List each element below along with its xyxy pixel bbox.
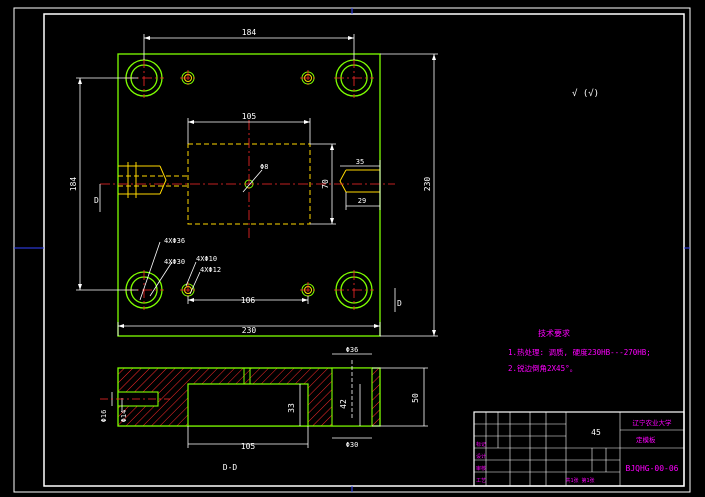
dim-holes-12: 4XΦ12 <box>200 266 221 274</box>
dim-hole-pitch: 106 <box>241 296 256 305</box>
section-label-dd: D-D <box>223 463 238 472</box>
tb-row-3: 工艺 <box>476 478 486 484</box>
centerlines <box>100 58 395 310</box>
left-slot <box>118 162 188 198</box>
notes-line-2: 2.锐边倒角2X45°。 <box>508 363 577 373</box>
surface-roughness-main: √ (√) <box>572 88 599 99</box>
side-dim-50: 50 <box>411 393 420 403</box>
tb-material: 45 <box>591 428 601 437</box>
section-mark-left: D <box>94 196 99 205</box>
front-dim-d14: Φ14 <box>120 410 128 423</box>
front-pocket-cut <box>187 383 309 427</box>
front-section-view: 105 33 Φ16 Φ14 Φ36 Φ30 50 42 D-D <box>100 346 428 472</box>
tb-part-name: 定模板 <box>636 435 656 444</box>
frame-ticks <box>14 8 690 492</box>
side-dim-d30: Φ30 <box>346 441 359 449</box>
dim-slot-length: 35 <box>356 158 364 166</box>
tb-row-0: 标记 <box>476 441 486 448</box>
front-dimension-lines <box>111 353 428 448</box>
dim-holes-36: 4XΦ36 <box>164 237 185 245</box>
dim-pocket-height: 70 <box>321 179 330 189</box>
dim-holes-10: 4XΦ10 <box>196 255 217 263</box>
front-dim-d16: Φ16 <box>100 410 108 423</box>
dim-center-hole: Φ8 <box>260 163 268 171</box>
tb-drawing-no: BJQHG-00-06 <box>626 464 679 473</box>
technical-notes: 技术要求 1.热处理: 调质, 硬度230HB---270HB; 2.锐边倒角2… <box>508 328 651 373</box>
notes-line-1: 1.热处理: 调质, 硬度230HB---270HB; <box>508 347 651 357</box>
top-view-dimension-lines <box>76 34 438 337</box>
tb-school: 辽宁农业大学 <box>633 418 673 427</box>
title-block-border <box>473 411 685 487</box>
section-mark-right: D <box>397 299 402 308</box>
dimension-arrows <box>78 36 436 336</box>
dim-top-width: 184 <box>242 28 257 37</box>
side-dim-d36: Φ36 <box>346 346 359 354</box>
dim-slot-offset: 29 <box>358 197 366 205</box>
tb-row-2: 审核 <box>476 465 486 472</box>
notes-title: 技术要求 <box>538 328 570 338</box>
tb-row-1: 设计 <box>476 453 486 460</box>
side-dim-42: 42 <box>339 399 348 409</box>
inner-frame <box>43 13 685 487</box>
title-block-grid <box>474 412 684 486</box>
front-dim-33: 33 <box>287 403 296 413</box>
title-block: 45 辽宁农业大学 定模板 BJQHG-00-06 共1张 第1张 标记 设计 … <box>473 411 685 487</box>
top-view: 184 105 230 184 Φ8 70 35 29 106 230 4XΦ3… <box>69 28 599 337</box>
right-slot <box>339 169 380 193</box>
front-dim-105: 105 <box>241 442 256 451</box>
tb-sheet: 共1张 第1张 <box>565 477 594 484</box>
dim-overall-height: 230 <box>423 177 432 192</box>
dim-inner-height: 184 <box>69 177 78 192</box>
dim-holes-30: 4XΦ30 <box>164 258 185 266</box>
dim-overall-width: 230 <box>242 326 257 335</box>
dim-pocket-width: 105 <box>242 112 257 121</box>
